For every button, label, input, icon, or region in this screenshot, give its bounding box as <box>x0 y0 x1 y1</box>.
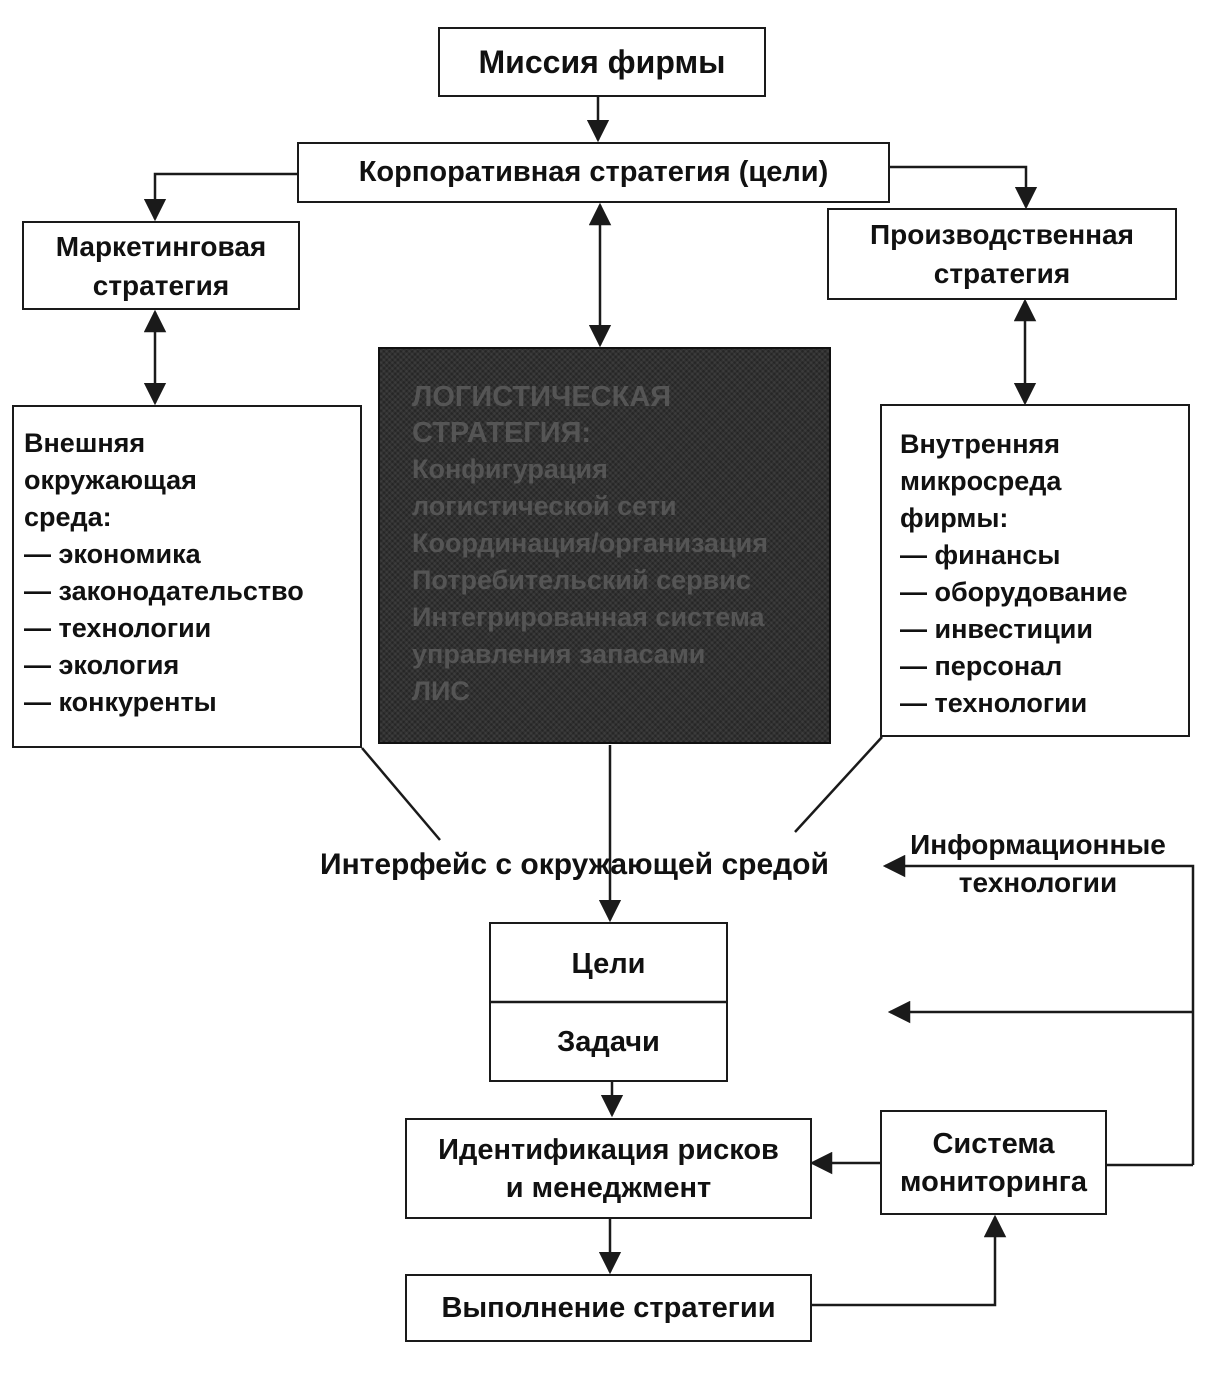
goals-cell: Цели <box>491 924 726 1004</box>
external-factor-item: — технологии <box>24 613 212 643</box>
logistic-title-line-2: СТРАТЕГИЯ: <box>412 417 592 449</box>
logistic-item: Интегрированная система <box>412 602 765 632</box>
internal-heading-line-3: фирмы: <box>900 503 1009 533</box>
internal-factor-item: — финансы <box>900 540 1061 570</box>
arrow-corporate-to-marketing <box>143 172 297 222</box>
mission-label: Миссия фирмы <box>478 44 726 80</box>
marketing-strategy-line-2: стратегия <box>92 269 230 301</box>
logistic-item: Потребительский сервис <box>412 565 751 595</box>
line-internal-to-interface <box>794 736 883 833</box>
internal-heading-line-2: микросреда <box>900 466 1062 496</box>
corporate-strategy-label: Корпоративная стратегия (цели) <box>358 156 829 188</box>
production-strategy-line-1: Производственная <box>870 219 1134 250</box>
logistic-strategy-block: ЛОГИСТИЧЕСКАЯ СТРАТЕГИЯ: Конфигурация ло… <box>378 347 831 744</box>
arrow-infotech-to-interface <box>882 854 1195 1165</box>
logistic-item: логистической сети <box>412 491 677 521</box>
external-factor-item: — экономика <box>24 539 201 569</box>
logistic-item: Конфигурация <box>412 454 608 484</box>
logistic-item: ЛИС <box>412 676 470 706</box>
logistic-title-line-1: ЛОГИСТИЧЕСКАЯ <box>412 381 672 413</box>
external-heading-line-3: среда: <box>24 502 112 532</box>
logistic-item: управления запасами <box>412 639 706 669</box>
arrow-corporate-to-production <box>890 165 1038 210</box>
logistic-item: Координация/организация <box>412 528 768 558</box>
production-strategy-box: Производственная стратегия <box>827 208 1177 300</box>
arrow-execution-to-monitoring <box>812 1214 1007 1307</box>
external-factor-item: — конкуренты <box>24 687 217 717</box>
external-factor-item: — экология <box>24 650 180 680</box>
risk-management-line-2: и менеджмент <box>505 1171 712 1204</box>
goals-tasks-box: Цели Задачи <box>489 922 728 1082</box>
strategy-execution-label: Выполнение стратегии <box>441 1291 776 1324</box>
marketing-strategy-box: Маркетинговая стратегия <box>22 221 300 310</box>
marketing-strategy-line-1: Маркетинговая <box>55 230 267 262</box>
internal-factor-list: — финансы — оборудование — инвестиции — … <box>900 537 1188 722</box>
external-heading-line-1: Внешняя <box>24 428 146 458</box>
info-tech-label: Информационные технологии <box>893 826 1183 902</box>
goals-label: Цели <box>571 947 646 980</box>
monitoring-line-2: мониторинга <box>900 1165 1087 1198</box>
internal-environment-box: Внутренняя микросреда фирмы: — финансы —… <box>880 404 1190 737</box>
external-heading-line-2: окружающая <box>24 465 197 495</box>
logistic-strategy-items: Конфигурация логистической сети Координа… <box>412 451 829 710</box>
external-factor-item: — законодательство <box>24 576 304 606</box>
monitoring-line-1: Система <box>932 1127 1055 1160</box>
internal-factor-item: — персонал <box>900 651 1063 681</box>
info-tech-line-1: Информационные <box>910 829 1166 860</box>
external-environment-box: Внешняя окружающая среда: — экономика — … <box>12 405 362 748</box>
external-environment-heading: Внешняя окружающая среда: <box>24 425 360 536</box>
mission-box: Миссия фирмы <box>438 27 766 97</box>
tasks-label: Задачи <box>557 1025 660 1058</box>
internal-factor-item: — технологии <box>900 688 1088 718</box>
internal-factor-item: — инвестиции <box>900 614 1093 644</box>
internal-heading-line-1: Внутренняя <box>900 429 1061 459</box>
risk-management-box: Идентификация рисков и менеджмент <box>405 1118 812 1219</box>
production-strategy-line-2: стратегия <box>933 258 1071 289</box>
interface-label: Интерфейс с окружающей средой <box>320 848 829 881</box>
external-factor-list: — экономика — законодательство — техноло… <box>24 536 360 721</box>
monitoring-system-box: Система мониторинга <box>880 1110 1107 1215</box>
info-tech-line-2: технологии <box>958 867 1118 898</box>
tasks-cell: Задачи <box>491 1004 726 1080</box>
corporate-strategy-box: Корпоративная стратегия (цели) <box>297 142 890 203</box>
risk-management-line-1: Идентификация рисков <box>438 1133 779 1166</box>
internal-environment-heading: Внутренняя микросреда фирмы: <box>900 426 1188 537</box>
strategy-execution-box: Выполнение стратегии <box>405 1274 812 1342</box>
logistic-strategy-title: ЛОГИСТИЧЕСКАЯ СТРАТЕГИЯ: <box>412 379 829 451</box>
internal-factor-item: — оборудование <box>900 577 1128 607</box>
line-external-to-interface <box>361 747 441 841</box>
